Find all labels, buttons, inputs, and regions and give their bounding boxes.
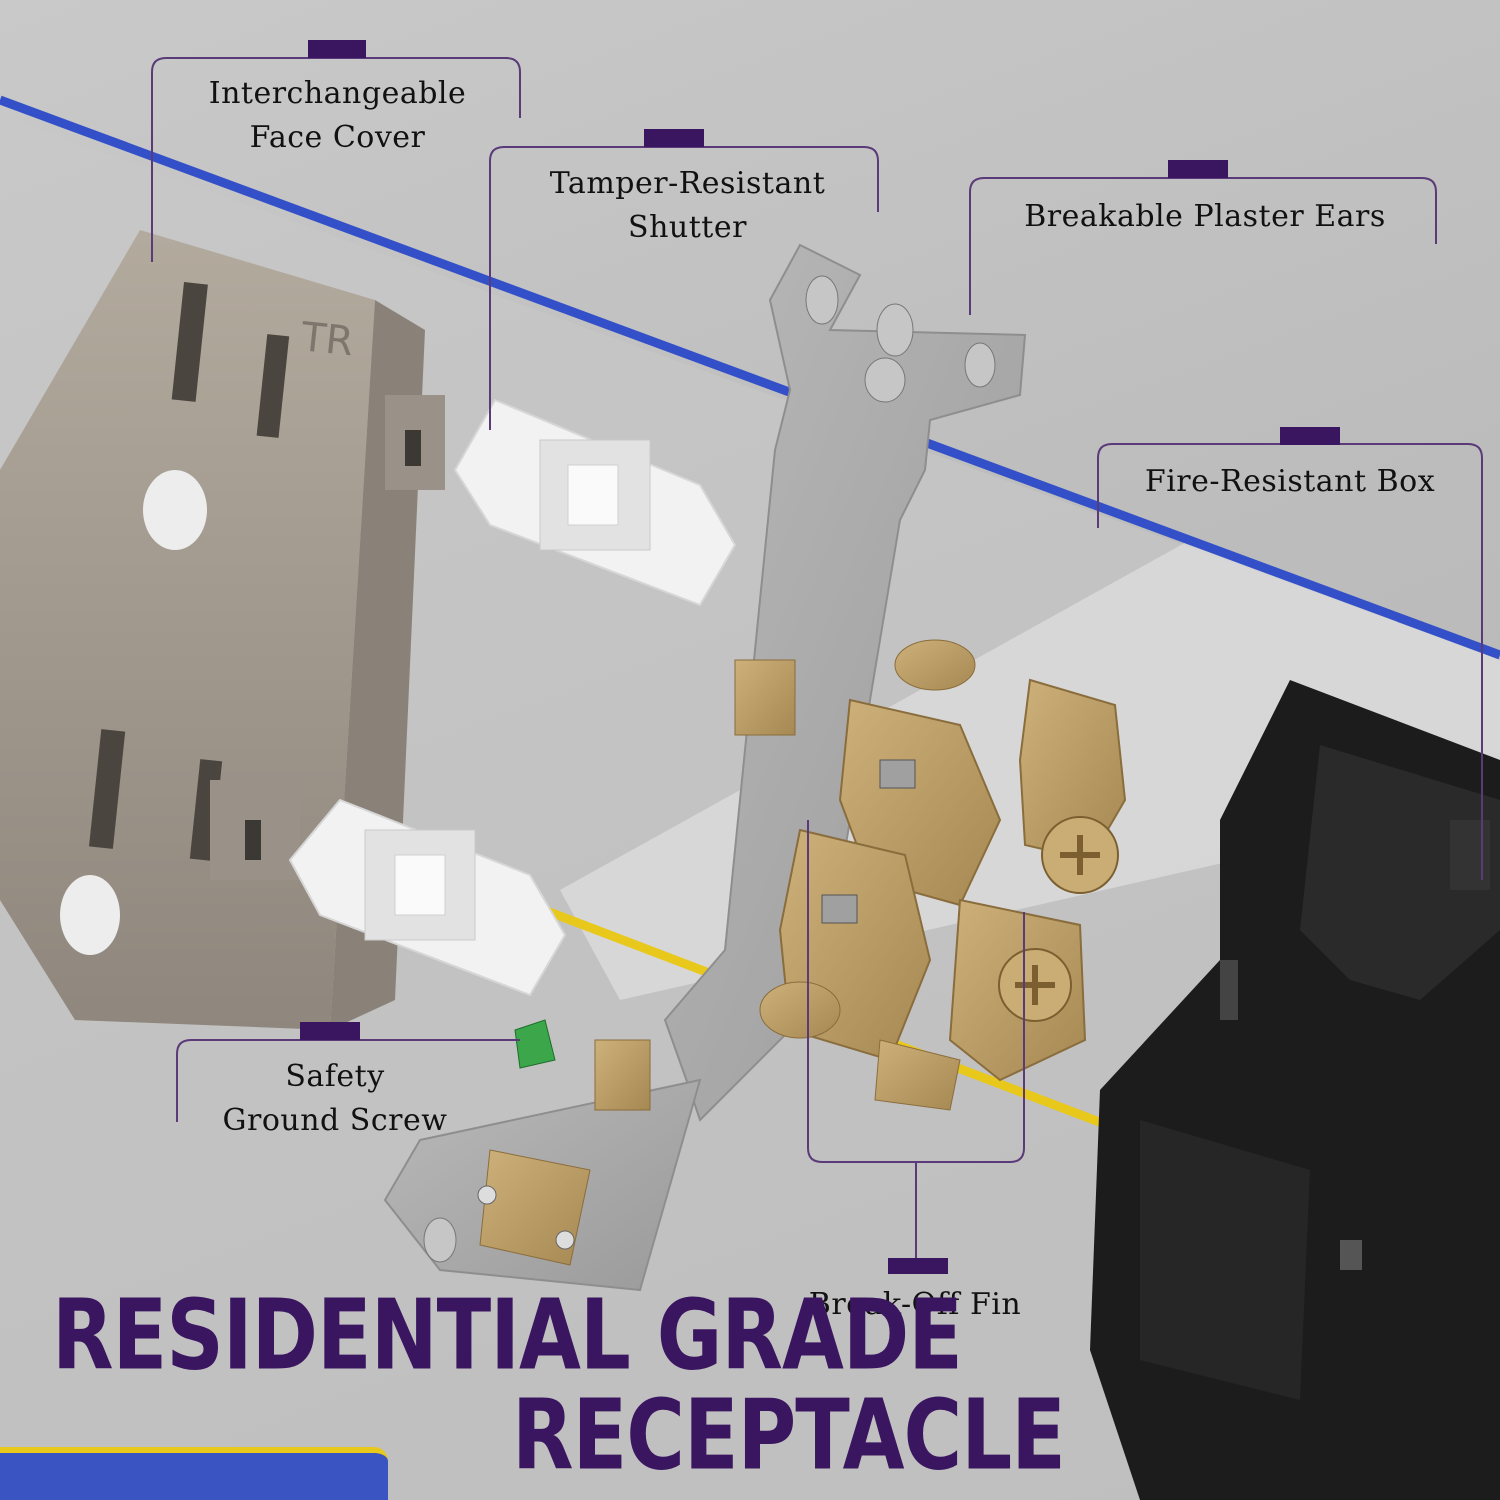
callout-ground-screw [176, 1039, 520, 1122]
callout-break-off-fin [807, 820, 1025, 1258]
callout-tab-shutter [644, 129, 704, 147]
label-shutter: Tamper-Resistant Shutter [549, 166, 826, 245]
blue-stripe [0, 95, 1500, 660]
title-line-2: RECEPTACLE [512, 1378, 1066, 1492]
callout-tab-face-cover [308, 40, 366, 58]
label-plaster-ears: Breakable Plaster Ears [1024, 199, 1386, 234]
label-fire-box: Fire-Resistant Box [1144, 464, 1436, 499]
shutter-top [453, 398, 737, 607]
callout-tab-plaster-ears [1168, 160, 1228, 178]
label-face-cover: Interchangeable Face Cover [208, 76, 467, 155]
face-cover [0, 230, 445, 1030]
accent-bar [0, 1447, 388, 1500]
callout-tab-break-off-fin [888, 1258, 948, 1274]
label-ground-screw: Safety Ground Screw [222, 1059, 448, 1138]
mounting-strap [383, 243, 1027, 1292]
label-break-off-fin: Break-Off Fin [808, 1287, 1022, 1322]
callout-tab-fire-box [1280, 427, 1340, 445]
shutter-bottom [288, 798, 567, 997]
ground-screw [514, 1019, 556, 1069]
callout-tab-ground-screw [300, 1022, 360, 1040]
fire-resistant-box [1090, 680, 1500, 1500]
title-line-1: RESIDENTIAL GRADE [52, 1278, 963, 1392]
brass-contacts [759, 639, 1127, 1111]
tr-marking: TR [298, 314, 356, 365]
